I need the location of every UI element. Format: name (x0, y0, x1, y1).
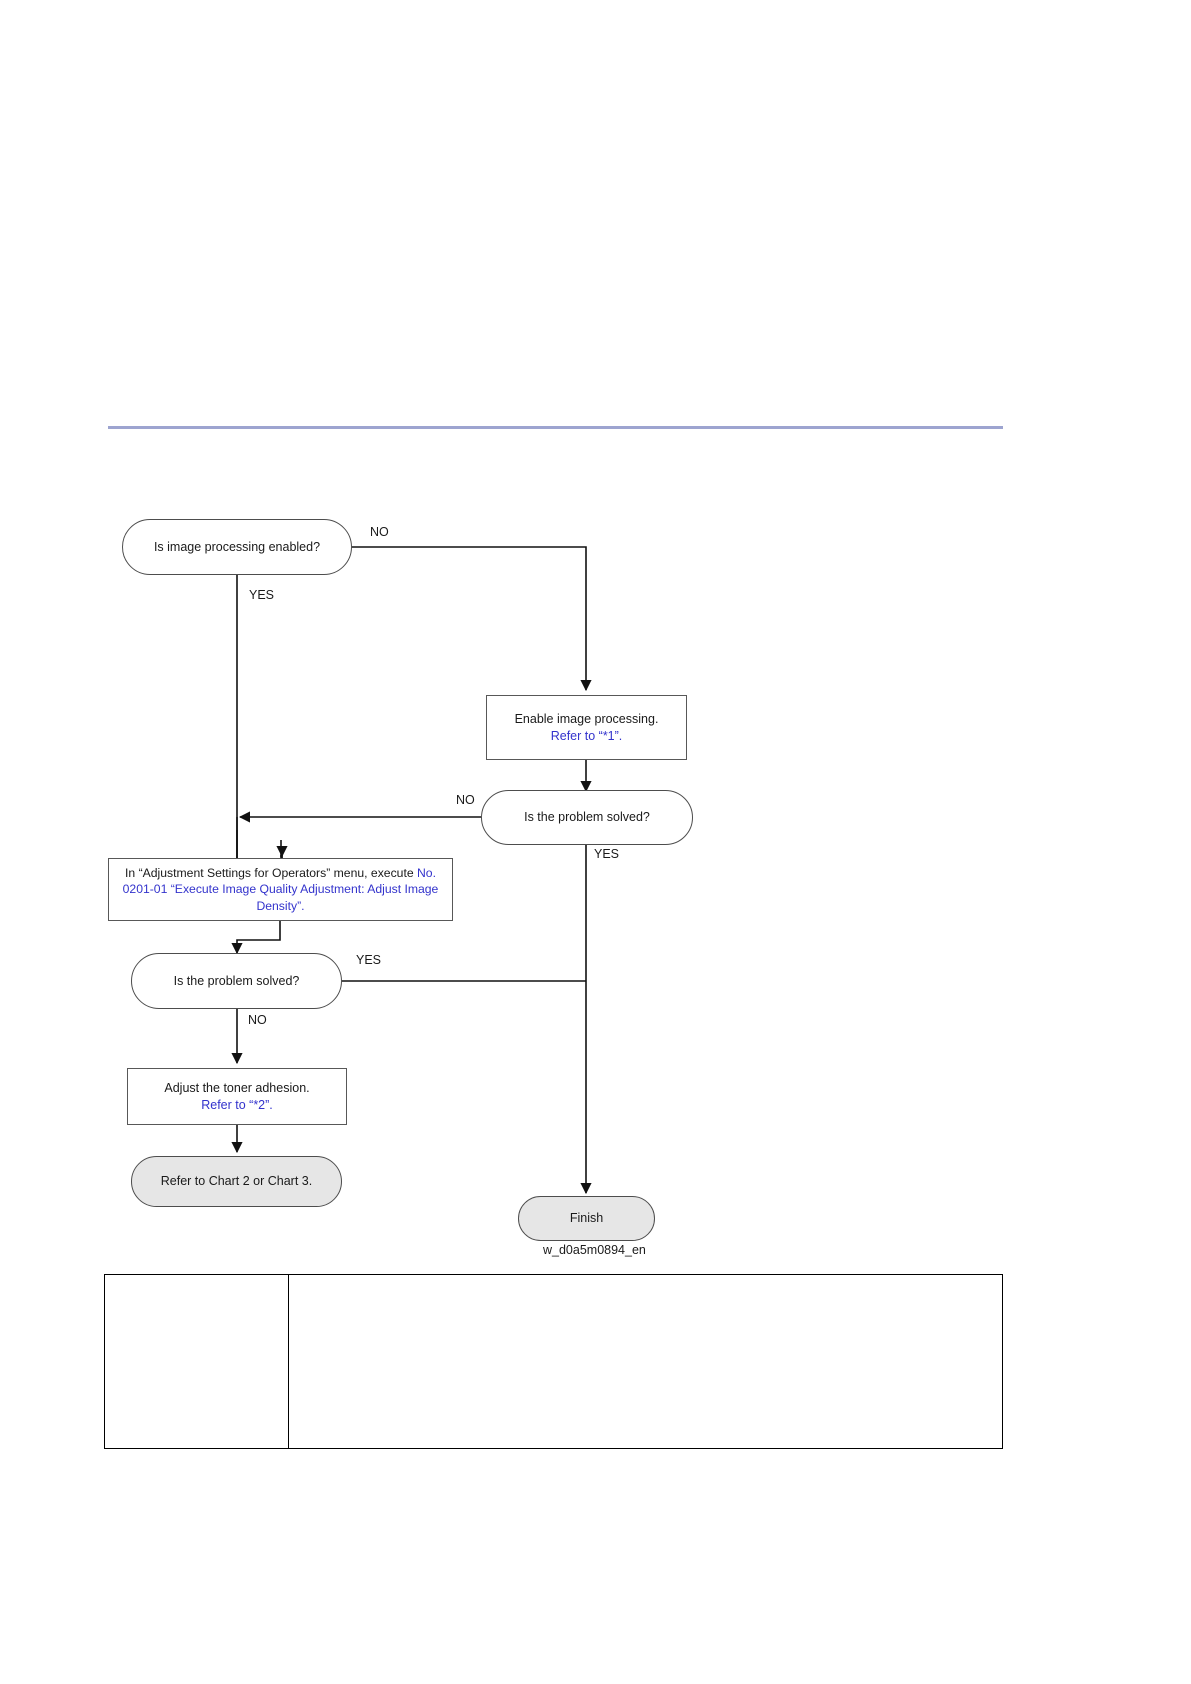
edge-q1-no (352, 546, 592, 692)
terminal-refer-to-chart-2-or-3[interactable]: Refer to Chart 2 or Chart 3. (131, 1156, 342, 1207)
process-p2-text: In “Adjustment Settings for Operators” m… (109, 863, 452, 916)
process-adjustment-settings-for-operators[interactable]: In “Adjustment Settings for Operators” m… (108, 858, 453, 921)
decision-is-the-problem-solved-2[interactable]: Is the problem solved? (131, 953, 342, 1009)
decision-q3-label: Is the problem solved? (173, 973, 300, 988)
decision-is-image-processing-enabled[interactable]: Is image processing enabled? (122, 519, 352, 575)
edge-label-q1-no: NO (370, 525, 389, 539)
process-p1-line1: Enable image processing. (514, 711, 659, 726)
edge-label-q3-no: NO (248, 1013, 267, 1027)
process-p3-line2-link[interactable]: Refer to “*2”. (201, 1097, 273, 1112)
edge-label-q1-yes: YES (249, 588, 275, 602)
process-p1-text: Enable image processing. Refer to “*1”. (487, 709, 686, 747)
table-cell-right (289, 1275, 1002, 1448)
process-p2-plain: In “Adjustment Settings for Operators” m… (125, 865, 417, 880)
process-p3-line1: Adjust the toner adhesion. (164, 1080, 310, 1095)
table-cell-left (105, 1275, 289, 1448)
process-enable-image-processing[interactable]: Enable image processing. Refer to “*1”. (486, 695, 687, 760)
decision-q1-label: Is image processing enabled? (153, 539, 321, 554)
process-p3-text: Adjust the toner adhesion. Refer to “*2”… (128, 1078, 346, 1116)
edge-p2-to-q3 (231, 921, 281, 955)
bottom-table (104, 1274, 1003, 1449)
process-p1-line2-link[interactable]: Refer to “*1”. (550, 728, 623, 743)
header-divider-rule (108, 426, 1003, 429)
decision-is-the-problem-solved-1[interactable]: Is the problem solved? (481, 790, 693, 845)
process-adjust-toner-adhesion[interactable]: Adjust the toner adhesion. Refer to “*2”… (127, 1068, 347, 1125)
edge-label-q3-yes: YES (356, 953, 382, 967)
terminal-finish[interactable]: Finish (518, 1196, 655, 1241)
terminal-t2-label: Finish (569, 1211, 604, 1226)
process-p2-link[interactable]: No. 0201-01 “Execute Image Quality Adjus… (122, 865, 439, 913)
edge-label-q2-no: NO (456, 793, 475, 807)
decision-q2-label: Is the problem solved? (524, 810, 650, 825)
terminal-t1-label: Refer to Chart 2 or Chart 3. (160, 1174, 313, 1189)
figure-caption: w_d0a5m0894_en (543, 1243, 646, 1257)
edge-label-q2-yes: YES (594, 847, 620, 861)
